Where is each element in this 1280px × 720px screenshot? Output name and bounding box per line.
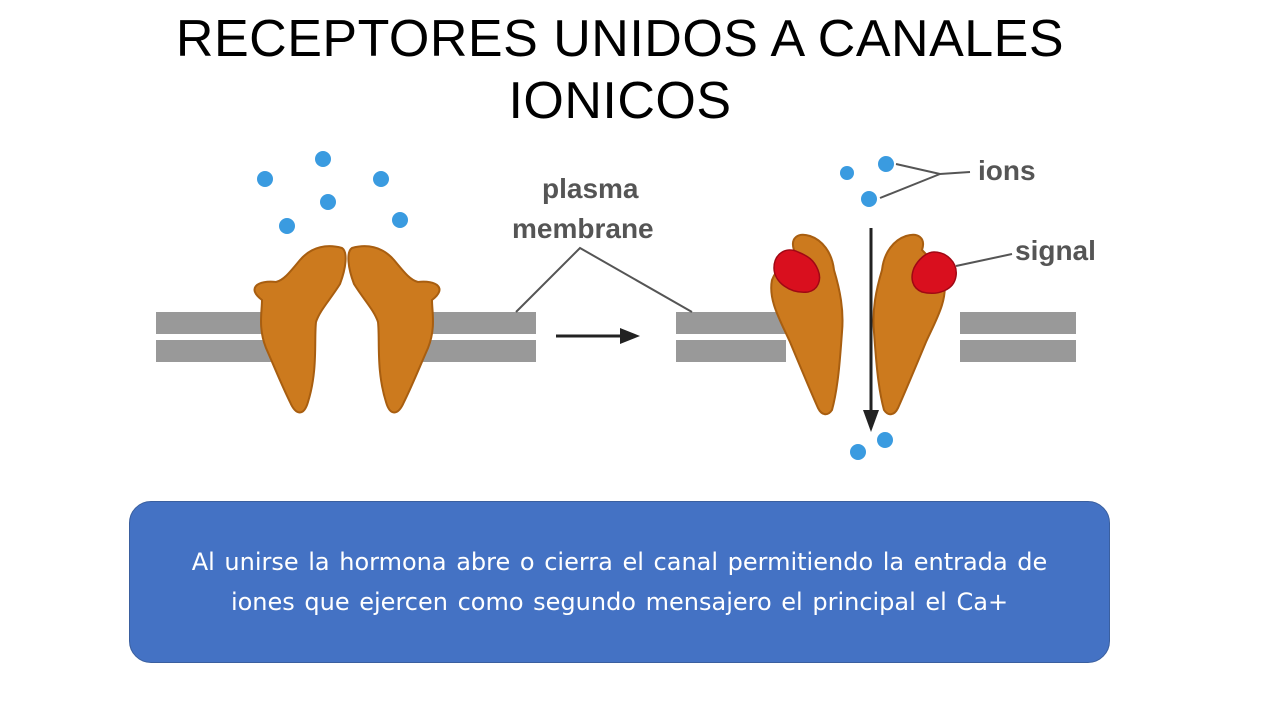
signal-molecule-left <box>773 249 821 293</box>
ion <box>850 444 866 460</box>
ion <box>392 212 408 228</box>
closed-channel-left-subunit <box>253 245 347 414</box>
ion <box>315 151 331 167</box>
membrane-right-outer-layer-2 <box>960 312 1076 334</box>
title-line-1: RECEPTORES UNIDOS A CANALES <box>175 10 1065 68</box>
signal-leader-line <box>955 253 1013 267</box>
ion-flow-arrow <box>863 228 879 432</box>
transition-arrow <box>556 328 640 344</box>
label-signal: signal <box>955 235 1096 267</box>
explanation-callout: Al unirse la hormona abre o cierra el ca… <box>129 501 1110 663</box>
plasma-label-line2: membrane <box>512 213 654 244</box>
membrane-left-outer-layer-2 <box>416 312 536 334</box>
plasma-leader-line <box>515 246 693 313</box>
ion <box>878 156 894 172</box>
signal-label: signal <box>1015 235 1096 266</box>
closed-channel-right-subunit <box>347 245 441 414</box>
ion <box>320 194 336 210</box>
signal-molecule-right <box>911 251 957 294</box>
label-ions: ions <box>879 155 1036 199</box>
ion <box>279 218 295 234</box>
ion <box>257 171 273 187</box>
ion-channel-diagram: plasma membrane ions signal <box>156 151 1096 460</box>
membrane-left-inner-layer-2 <box>416 340 536 362</box>
membrane-right-outer-layer <box>676 312 786 334</box>
ions-leader-line <box>895 163 971 176</box>
slide-title: RECEPTORES UNIDOS A CANALES IONICOS <box>0 8 1240 132</box>
ion <box>840 166 854 180</box>
ion <box>877 432 893 448</box>
membrane-left <box>156 312 536 362</box>
ion <box>373 171 389 187</box>
membrane-right-inner-layer-2 <box>960 340 1076 362</box>
signal-molecules <box>773 249 957 294</box>
ions-label: ions <box>978 155 1036 186</box>
callout-text: Al unirse la hormona abre o cierra el ca… <box>191 548 1048 616</box>
ions-open-channel <box>840 156 894 460</box>
title-line-2: IONICOS <box>508 72 732 130</box>
plasma-label-line1: plasma <box>542 173 639 204</box>
ion <box>861 191 877 207</box>
membrane-left-inner-layer <box>156 340 276 362</box>
label-plasma-membrane: plasma membrane <box>512 173 693 313</box>
membrane-left-outer-layer <box>156 312 276 334</box>
membrane-right <box>676 312 1076 362</box>
closed-channel-protein <box>253 245 441 414</box>
ions-leader-line-2 <box>879 173 941 199</box>
membrane-right-inner-layer <box>676 340 786 362</box>
ions-outside-closed <box>257 151 408 234</box>
